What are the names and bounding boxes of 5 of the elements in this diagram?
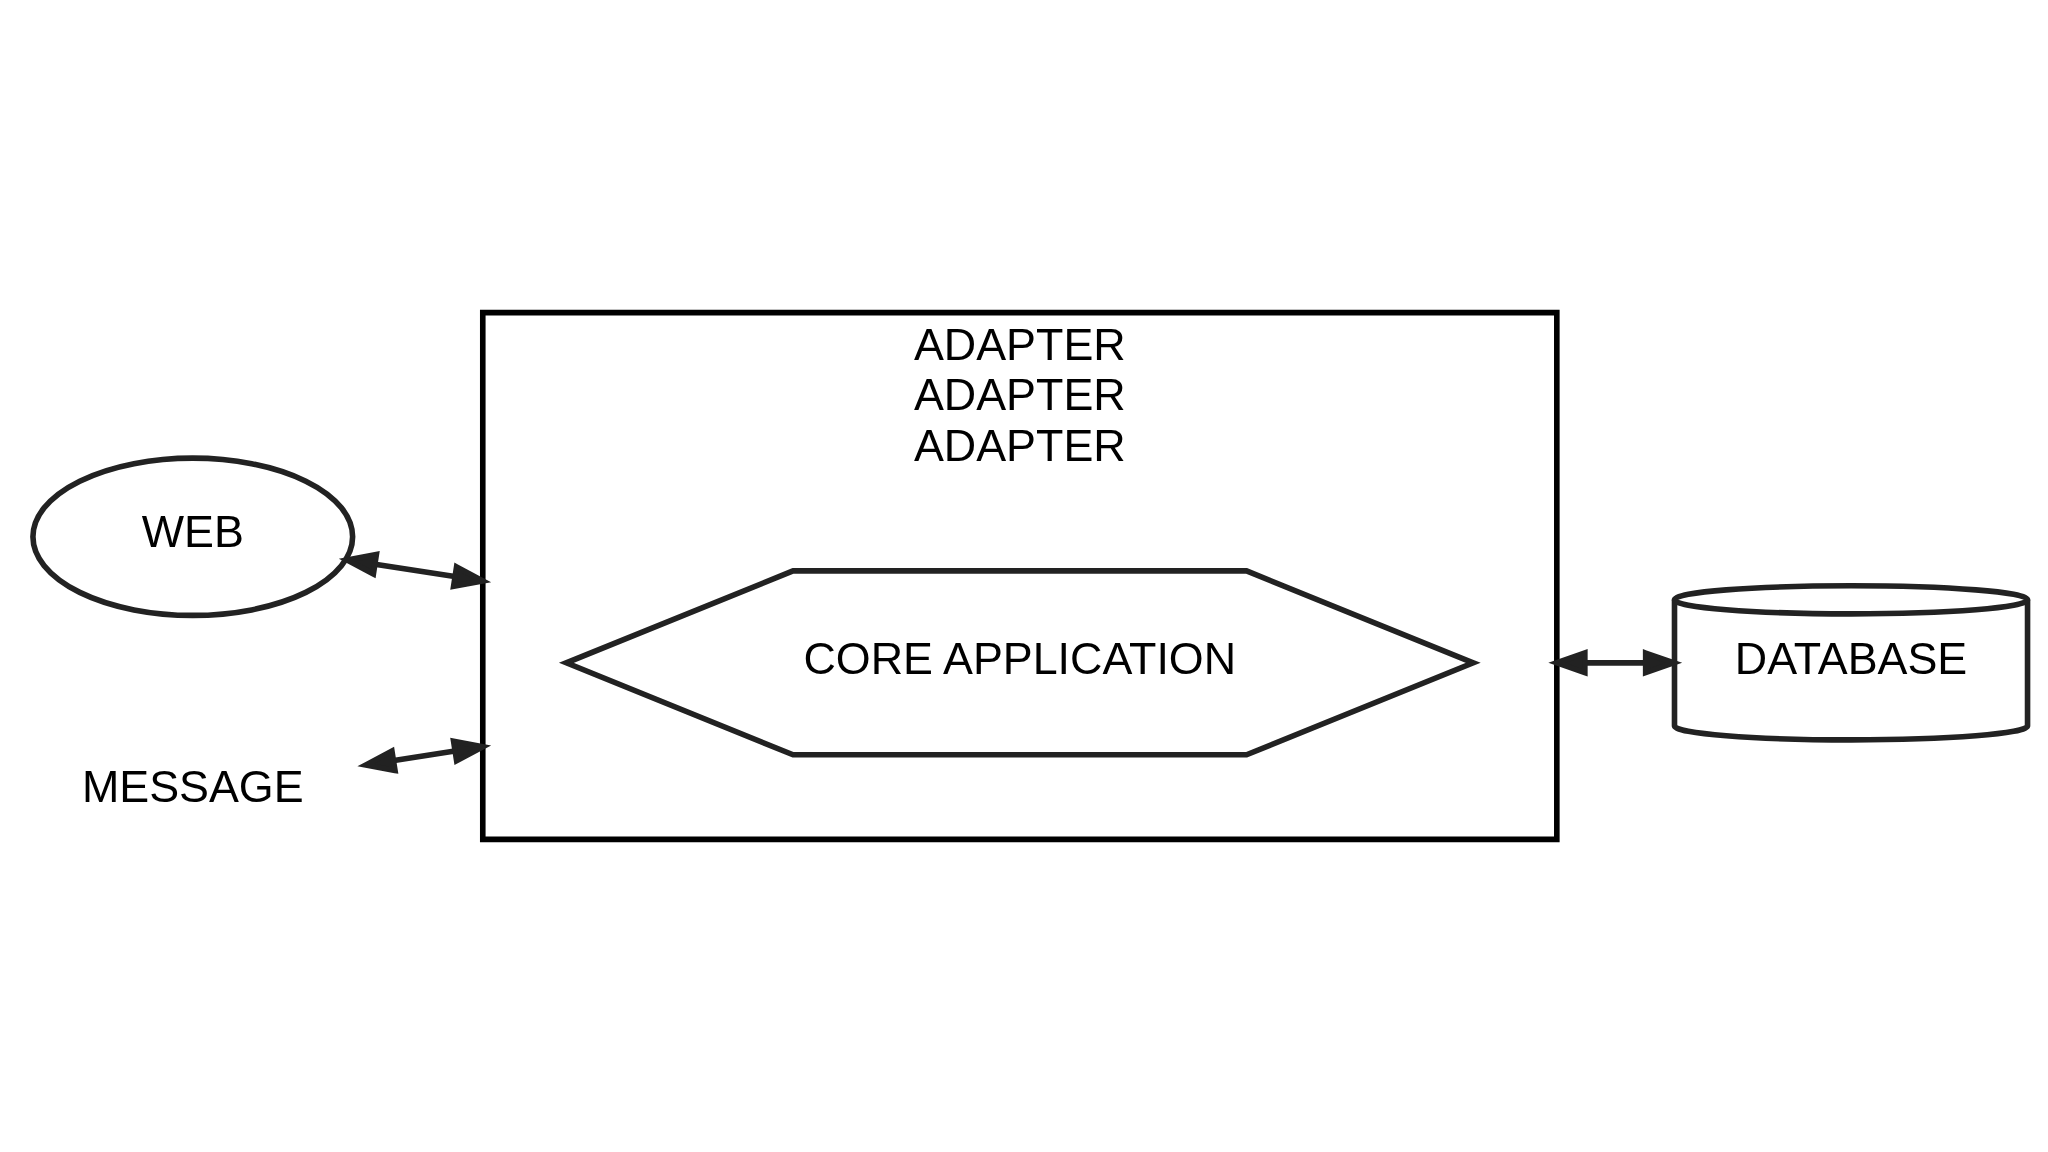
arrow xyxy=(1548,649,1683,677)
arrow xyxy=(338,551,492,590)
node-ellipse: WEB xyxy=(30,455,356,619)
arrow xyxy=(357,737,492,774)
node-text: MESSAGE xyxy=(81,761,304,813)
